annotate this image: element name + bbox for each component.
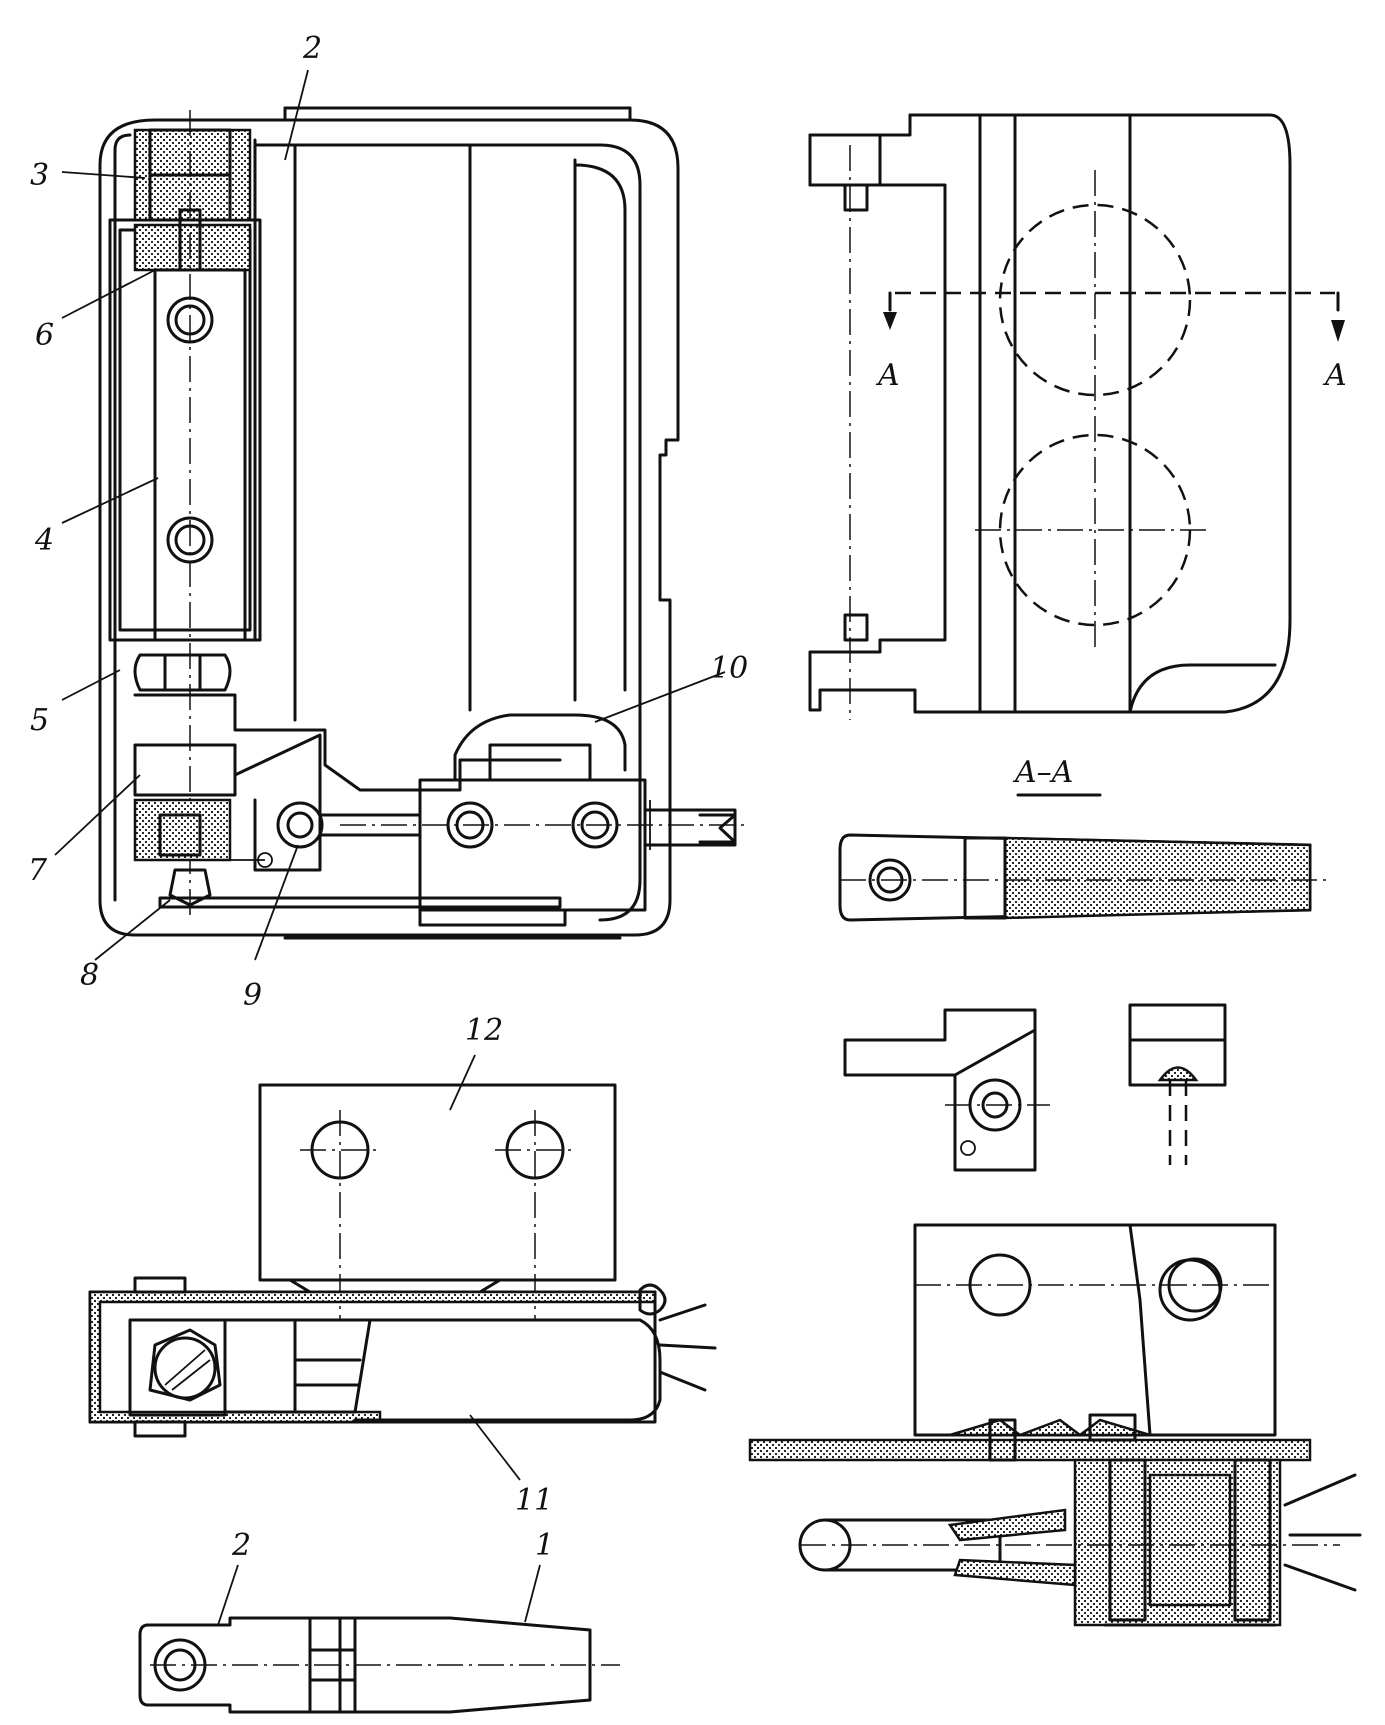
assembly-side-section <box>748 1223 1362 1627</box>
label-12: 12 <box>465 1013 503 1048</box>
section-a-a-view <box>838 833 1330 922</box>
callout-labels: 2 3 6 4 5 7 8 9 10 12 11 2 1 <box>28 31 748 1563</box>
label-10: 10 <box>710 651 748 686</box>
leader-lines <box>54 69 726 1626</box>
label-6: 6 <box>35 318 54 353</box>
section-marker-right: A <box>1322 358 1347 393</box>
label-1: 1 <box>535 1528 554 1563</box>
detail-contact-view <box>1128 1003 1227 1165</box>
label-9: 9 <box>243 978 262 1013</box>
label-8: 8 <box>80 958 99 993</box>
section-title: A–A <box>1012 755 1073 790</box>
side-view: A A <box>808 113 1347 720</box>
label-3: 3 <box>30 158 49 193</box>
label-2-bottom: 2 <box>231 1528 251 1563</box>
label-2-top: 2 <box>302 31 322 66</box>
label-7: 7 <box>28 853 48 888</box>
section-marker-left: A <box>875 358 900 393</box>
main-front-view <box>98 106 750 940</box>
label-5: 5 <box>30 703 49 738</box>
label-4: 4 <box>34 523 54 558</box>
detail-lever-view <box>843 1008 1050 1172</box>
fuse-link-view <box>138 1616 620 1714</box>
label-11: 11 <box>515 1483 553 1518</box>
assembly-top-view <box>88 1083 717 1438</box>
